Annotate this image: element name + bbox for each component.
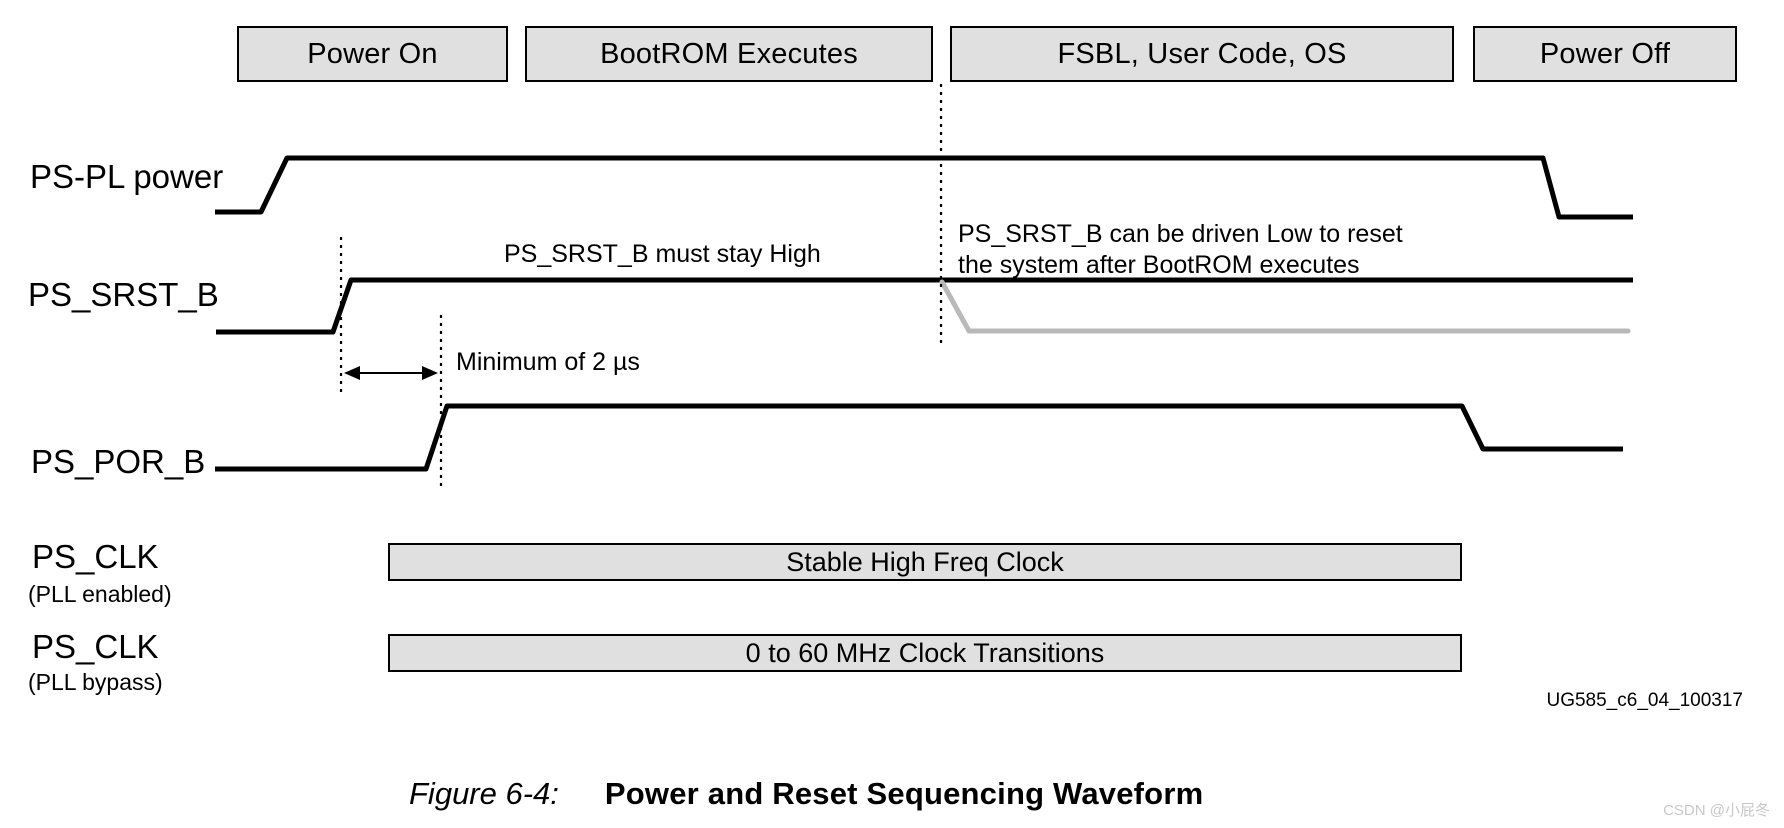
phase-label: Power Off [1539, 37, 1671, 70]
phase-label: BootROM Executes [600, 37, 858, 70]
min-2us-double-arrow-icon [344, 366, 438, 380]
annotation-srst-must-stay-high: PS_SRST_B must stay High [504, 240, 821, 268]
ps-pl-power-waveform [215, 155, 1633, 220]
figure-caption: Figure 6-4: Power and Reset Sequencing W… [409, 776, 1203, 812]
signal-label-ps-pl-power: PS-PL power [30, 158, 224, 195]
clock-state-bar-pll-enabled: Stable High Freq Clock [388, 543, 1462, 581]
clock-state-label: Stable High Freq Clock [786, 546, 1064, 577]
csdn-watermark: CSDN @小屁冬 [1663, 802, 1770, 819]
figure-number: Figure 6-4: [409, 776, 559, 811]
annotation-srst-can-be-driven-low: PS_SRST_B can be driven Low to reset the… [958, 219, 1403, 281]
phase-label: Power On [307, 37, 438, 70]
clock-state-label: 0 to 60 MHz Clock Transitions [745, 637, 1105, 668]
phase-box-bootrom-executes: BootROM Executes [525, 26, 933, 82]
phase-box-power-off: Power Off [1473, 26, 1737, 82]
ps-srst-b-waveform [216, 277, 1633, 335]
signal-label-ps-clk-pll-bypass: PS_CLK [32, 628, 159, 665]
phase-box-fsbl-user-code-os: FSBL, User Code, OS [950, 26, 1454, 82]
signal-label-ps-srst-b: PS_SRST_B [28, 276, 219, 313]
annotation-line-2: the system after BootROM executes [958, 251, 1360, 279]
signal-label-ps-por-b: PS_POR_B [31, 443, 206, 480]
ps-por-b-waveform [215, 403, 1623, 472]
figure-title: Power and Reset Sequencing Waveform [604, 776, 1204, 811]
signal-label-ps-clk-pll-enabled: PS_CLK [32, 538, 159, 575]
annotation-minimum-2us: Minimum of 2 µs [456, 348, 640, 376]
phase-box-power-on: Power On [237, 26, 508, 82]
signal-qualifier-pll-bypass: (PLL bypass) [28, 669, 163, 695]
ps-srst-b-driven-low-waveform [939, 279, 1631, 334]
phase-label: FSBL, User Code, OS [1057, 37, 1347, 70]
clock-state-bar-pll-bypass: 0 to 60 MHz Clock Transitions [388, 634, 1462, 672]
annotation-line-1: PS_SRST_B can be driven Low to reset [958, 220, 1403, 248]
signal-qualifier-pll-enabled: (PLL enabled) [28, 581, 172, 607]
figure-reference-id: UG585_c6_04_100317 [1546, 690, 1743, 711]
